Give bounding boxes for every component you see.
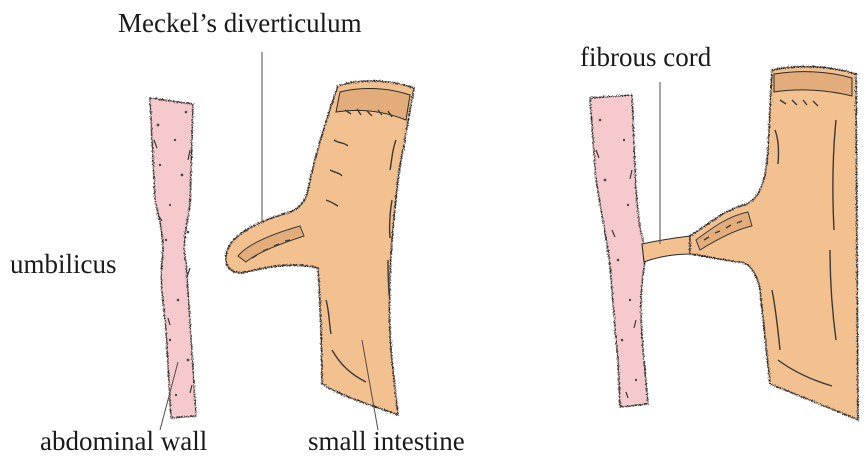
label-abdominal-wall: abdominal wall <box>40 428 207 455</box>
meckels-diverticulum-panel <box>150 52 414 430</box>
fibrous-cord <box>642 236 692 262</box>
label-umbilicus: umbilicus <box>10 251 117 278</box>
abdominal-wall-strip-right <box>590 95 648 407</box>
label-fibrous-cord: fibrous cord <box>580 44 711 71</box>
label-small-intestine: small intestine <box>308 428 465 455</box>
small-intestine-right <box>690 67 858 420</box>
fibrous-cord-panel <box>590 67 858 420</box>
abdominal-wall-strip-left <box>150 98 196 418</box>
label-meckels-diverticulum: Meckel’s diverticulum <box>118 10 362 37</box>
